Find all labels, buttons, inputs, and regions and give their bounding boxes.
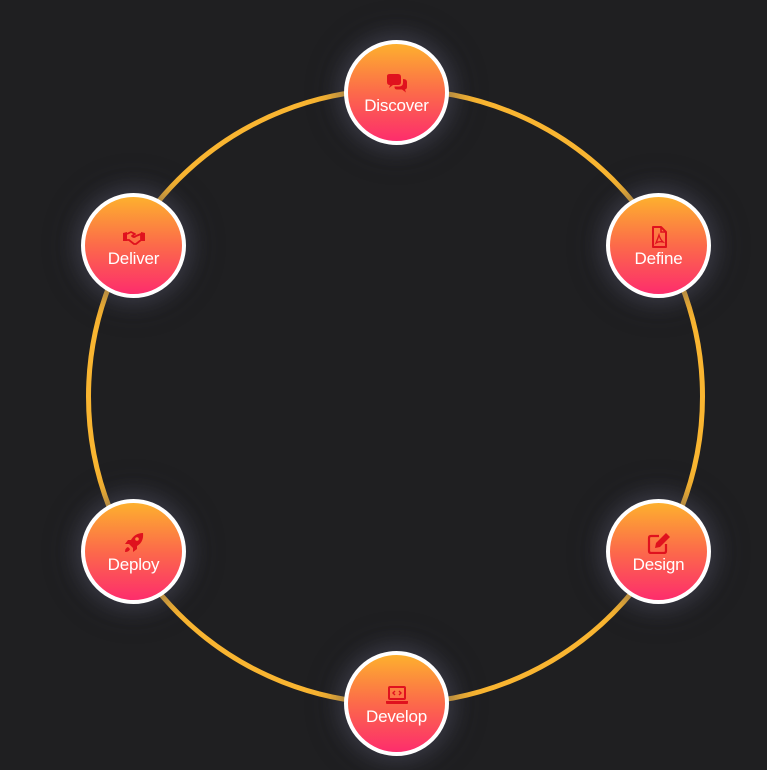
cycle-ring <box>86 87 705 706</box>
stage-label: Develop <box>366 707 427 726</box>
comments-icon <box>385 73 409 95</box>
stage-develop[interactable]: Develop <box>344 651 449 756</box>
file-pdf-icon <box>647 226 671 248</box>
edit-icon <box>647 532 671 554</box>
stage-deploy[interactable]: Deploy <box>81 499 186 604</box>
stage-label: Deliver <box>107 249 160 268</box>
stage-label: Define <box>634 249 683 268</box>
handshake-icon <box>122 226 146 248</box>
stage-label: Deploy <box>107 555 160 574</box>
stage-design[interactable]: Design <box>606 499 711 604</box>
rocket-icon <box>122 532 146 554</box>
stage-label: Discover <box>364 96 429 115</box>
stage-define[interactable]: Define <box>606 193 711 298</box>
stage-deliver[interactable]: Deliver <box>81 193 186 298</box>
laptop-code-icon <box>385 684 409 706</box>
stage-label: Design <box>632 555 685 574</box>
stage-discover[interactable]: Discover <box>344 40 449 145</box>
